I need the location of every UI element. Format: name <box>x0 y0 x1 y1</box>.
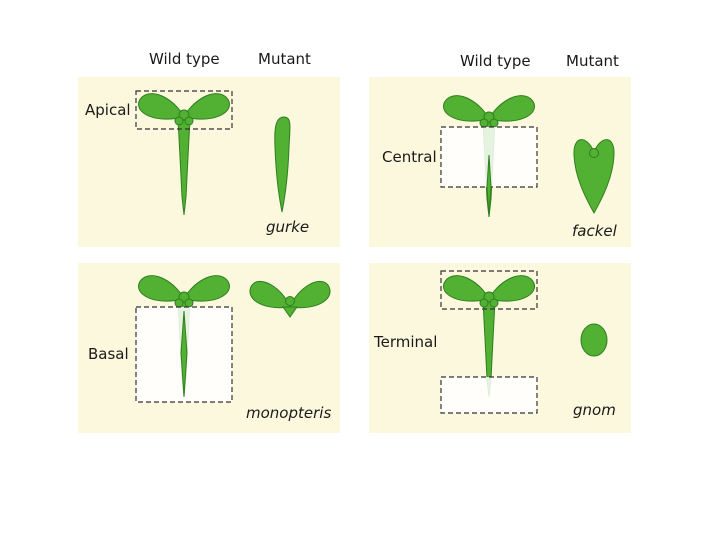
label-apical: Apical <box>85 101 131 119</box>
header-mutant-left: Mutant <box>258 50 311 68</box>
gnom-seedling <box>581 324 607 356</box>
label-basal: Basal <box>88 345 129 363</box>
label-central: Central <box>382 148 437 166</box>
label-gurke: gurke <box>266 218 309 236</box>
panel-terminal: Terminal gnom <box>369 263 631 433</box>
panel-central: Central fackel <box>369 77 631 247</box>
terminal-bottom-box <box>441 377 537 413</box>
monopteris-seedling <box>250 281 330 317</box>
gurke-seedling <box>275 117 290 212</box>
label-fackel: fackel <box>572 222 617 240</box>
wild-type-seedling <box>138 94 229 215</box>
label-terminal: Terminal <box>374 333 437 351</box>
header-wild-type-left: Wild type <box>149 50 220 68</box>
header-mutant-right: Mutant <box>566 52 619 70</box>
label-gnom: gnom <box>573 401 616 419</box>
panel-apical: Apical gurke <box>78 77 340 247</box>
label-monopteris: monopteris <box>246 404 331 422</box>
panel-basal: Basal monopteris <box>78 263 340 433</box>
header-wild-type-right: Wild type <box>460 52 531 70</box>
